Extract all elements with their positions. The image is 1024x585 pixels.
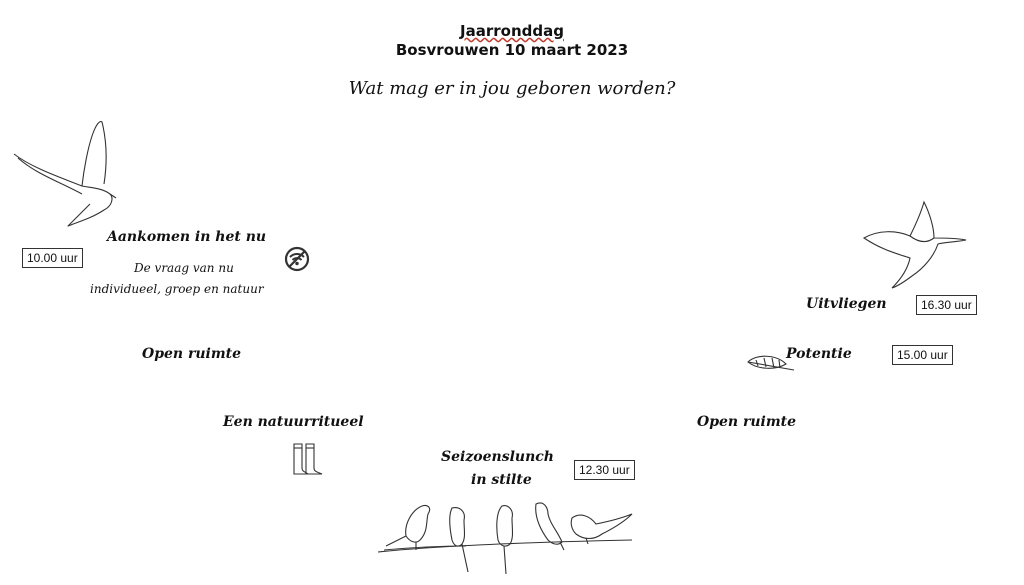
fly-label: Uitvliegen xyxy=(806,296,887,312)
page-title: Jaarronddag Bosvrouwen 10 maart 2023 xyxy=(0,22,1024,60)
lunch-label-2: in stilte xyxy=(471,472,532,488)
hummingbird-icon xyxy=(862,200,967,289)
fly-time: 16.30 uur xyxy=(916,295,977,315)
potential-label: Potentie xyxy=(786,346,852,362)
ritual-label: Een natuurritueel xyxy=(223,414,364,430)
boots-icon xyxy=(293,443,323,475)
open-space-left-label: Open ruimte xyxy=(142,346,242,362)
no-wifi-icon xyxy=(284,246,310,272)
lunch-time: 12.30 uur xyxy=(574,460,635,480)
birds-on-wire-icon xyxy=(377,502,633,575)
dove-icon xyxy=(13,120,117,227)
open-space-right-label: Open ruimte xyxy=(697,414,797,430)
subtitle-text: Bosvrouwen 10 maart 2023 xyxy=(395,41,629,59)
potential-time: 15.00 uur xyxy=(892,345,953,365)
arrive-sub1: De vraag van nu xyxy=(134,261,234,275)
leaf-icon xyxy=(747,355,795,371)
arrive-sub2: individueel, groep en natuur xyxy=(90,282,264,296)
arrive-label: Aankomen in het nu xyxy=(107,229,267,245)
question-text: Wat mag er in jou geboren worden? xyxy=(348,78,676,99)
arrive-time: 10.00 uur xyxy=(22,248,83,268)
title-text: Jaarronddag xyxy=(460,22,564,40)
lunch-label-1: Seizoenslunch xyxy=(441,449,554,465)
